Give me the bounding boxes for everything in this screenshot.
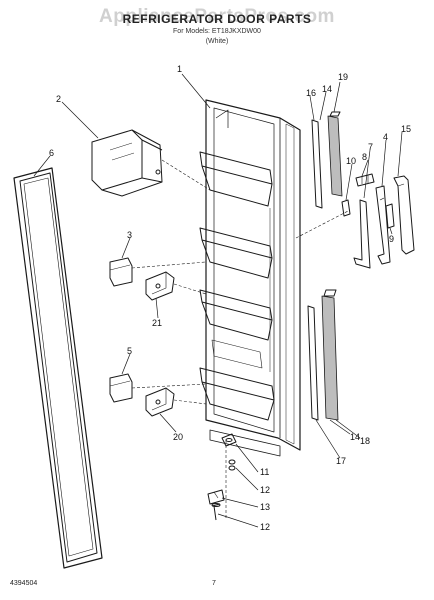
callout-13: 13 [260,502,270,512]
part-5-shelf-end-cap-lower [109,373,133,403]
part-15-door-handle [393,175,415,255]
callout-12-upper: 12 [260,485,270,495]
part-12-screw-lower [211,503,221,521]
callout-leaders [33,73,403,528]
page-number: 7 [212,580,216,587]
part-4-handle-clip [375,185,391,265]
callout-21: 21 [152,318,162,328]
callout-2: 2 [56,94,61,104]
part-9-clip [385,203,395,229]
callout-16: 16 [306,88,316,98]
part-19-upper-breaker-strip [327,111,343,197]
callout-8: 8 [362,152,367,162]
callout-20: 20 [173,432,183,442]
diagram-title: REFRIGERATOR DOOR PARTS [122,12,312,26]
callout-5: 5 [127,346,132,356]
callout-14-lower: 14 [350,432,360,442]
callout-6: 6 [49,148,54,158]
part-7-handle-bracket [353,199,371,269]
callout-11: 11 [260,467,269,477]
part-16-upper-trim [311,119,323,209]
callout-3: 3 [127,230,132,240]
callout-15: 15 [401,124,411,134]
part-12-washer-upper [228,459,236,471]
part-1-door-liner [199,99,301,457]
callout-7: 7 [368,142,373,152]
part-17-lower-trim [307,305,319,421]
watermark: AppliancePartsPros.com [99,6,335,27]
callout-1: 1 [177,64,182,74]
part-18-lower-breaker-strip [321,289,339,421]
callout-14-upper: 14 [322,84,332,94]
part-6-door-gasket [13,167,103,569]
part-8-handle-mount [355,173,375,187]
part-2-dairy-door [91,129,163,197]
callout-18: 18 [360,436,370,446]
callout-19: 19 [338,72,348,82]
part-11-hinge-bushing [221,433,237,447]
part-21-shelf-bracket-upper [145,271,175,301]
part-13-hinge-pin [207,489,225,505]
document-part-number: 4394504 [10,580,38,587]
part-20-shelf-bracket-lower [145,387,175,417]
callout-10: 10 [346,156,356,166]
model-subtitle: For Models: ET18JKXDW00 [173,28,261,35]
color-subtitle: (White) [205,38,229,45]
callout-12-lower: 12 [260,522,270,532]
callout-9: 9 [389,234,394,244]
callout-labels: 1 2 3 4 5 6 7 8 9 10 11 12 13 12 14 14 1… [49,64,411,532]
assembly-guide-lines [131,159,351,520]
callout-4: 4 [383,132,388,142]
part-3-shelf-end-cap-upper [109,257,133,287]
callout-17: 17 [336,456,346,466]
part-10-screw [341,199,351,217]
